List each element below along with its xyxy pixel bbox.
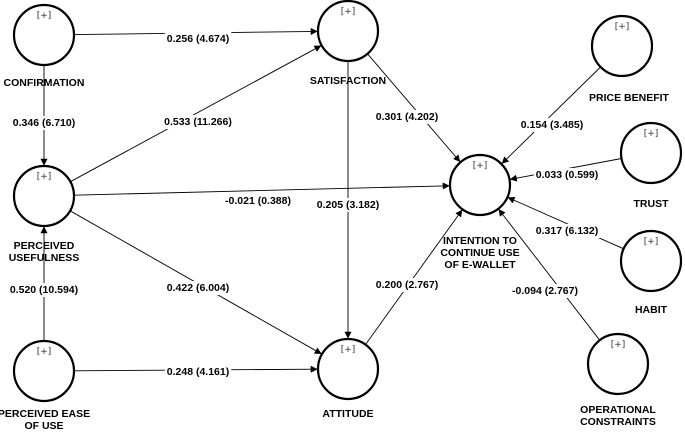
coefficient-background xyxy=(373,110,441,124)
coefficient-text: 0.301 (4.202) xyxy=(376,111,438,123)
node-label-price-line-0: PRICE BENEFIT xyxy=(589,92,670,104)
path-coefficient-confirmation-to-satisfaction: 0.256 (4.674) xyxy=(164,32,232,46)
node-label-attitude-line-0: ATTITUDE xyxy=(322,408,373,420)
node-attitude[interactable]: [+] ATTITUDE xyxy=(316,337,380,420)
coefficient-text: 0.205 (3.182) xyxy=(317,199,379,211)
expand-icon[interactable]: [+] xyxy=(37,172,52,182)
construct-circle[interactable] xyxy=(448,153,512,217)
node-price[interactable]: [+] PRICE BENEFIT xyxy=(589,14,670,104)
coefficient-text: -0.021 (0.388) xyxy=(225,195,291,207)
path-coefficient-trust-to-intention: 0.033 (0.599) xyxy=(533,168,601,182)
expand-icon[interactable]: [+] xyxy=(37,347,52,357)
node-label-ease-line-0: PERCEIVED EASE xyxy=(0,408,90,420)
construct-circle[interactable] xyxy=(12,164,76,228)
node-label-intention-line-2: OF E-WALLET xyxy=(444,259,516,271)
path-arrow-price-to-intention xyxy=(501,66,601,164)
path-coefficient-satisfaction-to-attitude: 0.205 (3.182) xyxy=(314,198,382,212)
path-arrow-constraints-to-intention xyxy=(498,209,601,341)
path-coefficient-confirmation-to-usefulness: 0.346 (6.710) xyxy=(10,116,78,130)
coefficient-text: 0.346 (6.710) xyxy=(13,117,75,129)
construct-circle[interactable] xyxy=(586,332,650,396)
coefficient-text: 0.533 (11.266) xyxy=(164,116,232,128)
coefficient-text: 0.248 (4.161) xyxy=(167,366,229,378)
expand-icon[interactable]: [+] xyxy=(341,345,356,355)
node-label-usefulness-line-1: USEFULNESS xyxy=(9,252,80,264)
path-coefficient-attitude-to-intention: 0.200 (2.767) xyxy=(373,278,441,292)
construct-circle[interactable] xyxy=(619,229,683,293)
expand-icon[interactable]: [+] xyxy=(615,22,630,32)
path-coefficient-habit-to-intention: 0.317 (6.132) xyxy=(533,224,601,238)
expand-icon[interactable]: [+] xyxy=(644,237,659,247)
coefficient-text: 0.256 (4.674) xyxy=(167,33,229,45)
coefficient-background xyxy=(7,283,81,297)
coefficient-text: 0.317 (6.132) xyxy=(536,225,598,237)
construct-circle[interactable] xyxy=(12,339,76,403)
expand-icon[interactable]: [+] xyxy=(644,129,659,139)
coefficient-text: 0.200 (2.767) xyxy=(376,279,438,291)
expand-icon[interactable]: [+] xyxy=(473,161,488,171)
path-arrow-satisfaction-to-intention xyxy=(367,53,461,163)
construct-circle[interactable] xyxy=(316,0,380,63)
node-label-usefulness-line-0: PERCEIVED xyxy=(14,240,75,252)
path-coefficient-usefulness-to-intention: -0.021 (0.388) xyxy=(223,194,293,208)
path-coefficient-satisfaction-to-intention: 0.301 (4.202) xyxy=(373,110,441,124)
node-label-constraints-line-1: CONSTRAINTS xyxy=(580,416,656,428)
node-satisfaction[interactable]: [+] SATISFACTION xyxy=(310,0,386,87)
coefficient-text: 0.033 (0.599) xyxy=(536,169,598,181)
coefficient-background xyxy=(518,118,586,132)
node-label-intention-line-0: INTENTION TO xyxy=(443,235,517,247)
expand-icon[interactable]: [+] xyxy=(611,340,626,350)
node-label-trust-line-0: TRUST xyxy=(634,198,670,210)
coefficient-background xyxy=(164,32,232,46)
coefficient-labels-layer: 0.256 (4.674) 0.346 (6.710) 0.533 (11.266)… xyxy=(7,32,601,379)
coefficient-background xyxy=(533,168,601,182)
path-arrow-attitude-to-intention xyxy=(365,209,463,345)
expand-icon[interactable]: [+] xyxy=(37,11,52,21)
path-coefficient-constraints-to-intention: -0.094 (2.767) xyxy=(510,284,580,298)
node-habit[interactable]: [+] HABIT xyxy=(619,229,683,316)
node-label-constraints-line-0: OPERATIONAL xyxy=(580,404,656,416)
coefficient-background xyxy=(373,278,441,292)
coefficient-background xyxy=(164,365,232,379)
coefficient-text: -0.094 (2.767) xyxy=(512,285,578,297)
construct-circle[interactable] xyxy=(12,3,76,67)
node-trust[interactable]: [+] TRUST xyxy=(619,121,683,210)
coefficient-background xyxy=(510,284,580,298)
coefficient-background xyxy=(314,198,382,212)
path-coefficient-usefulness-to-attitude: 0.422 (6.004) xyxy=(164,281,232,295)
coefficient-background xyxy=(223,194,293,208)
coefficient-background xyxy=(164,281,232,295)
coefficient-background xyxy=(162,115,234,129)
coefficient-background xyxy=(533,224,601,238)
expand-icon[interactable]: [+] xyxy=(341,7,356,17)
node-label-intention-line-1: CONTINUE USE xyxy=(440,247,519,259)
path-arrow-usefulness-to-intention xyxy=(73,182,450,196)
coefficient-text: 0.154 (3.485) xyxy=(521,119,583,131)
path-arrow-usefulness-to-satisfaction xyxy=(70,45,322,183)
coefficient-background xyxy=(10,116,78,130)
node-label-confirmation-line-0: CONFIRMATION xyxy=(4,77,85,89)
node-label-satisfaction-line-0: SATISFACTION xyxy=(310,75,386,87)
node-label-ease-line-1: OF USE xyxy=(24,420,63,432)
coefficient-text: 0.422 (6.004) xyxy=(167,282,229,294)
path-coefficient-ease-to-attitude: 0.248 (4.161) xyxy=(164,365,232,379)
construct-circle[interactable] xyxy=(316,337,380,401)
path-coefficient-usefulness-to-satisfaction: 0.533 (11.266) xyxy=(162,115,234,129)
path-coefficient-price-to-intention: 0.154 (3.485) xyxy=(518,118,586,132)
coefficient-text: 0.520 (10.594) xyxy=(10,284,78,296)
path-arrow-habit-to-intention xyxy=(507,196,624,250)
path-coefficient-ease-to-usefulness: 0.520 (10.594) xyxy=(7,283,81,297)
node-confirmation[interactable]: [+] CONFIRMATION xyxy=(4,3,85,89)
node-label-habit-line-0: HABIT xyxy=(635,304,668,316)
construct-circle[interactable] xyxy=(619,121,683,185)
construct-circle[interactable] xyxy=(590,14,654,78)
